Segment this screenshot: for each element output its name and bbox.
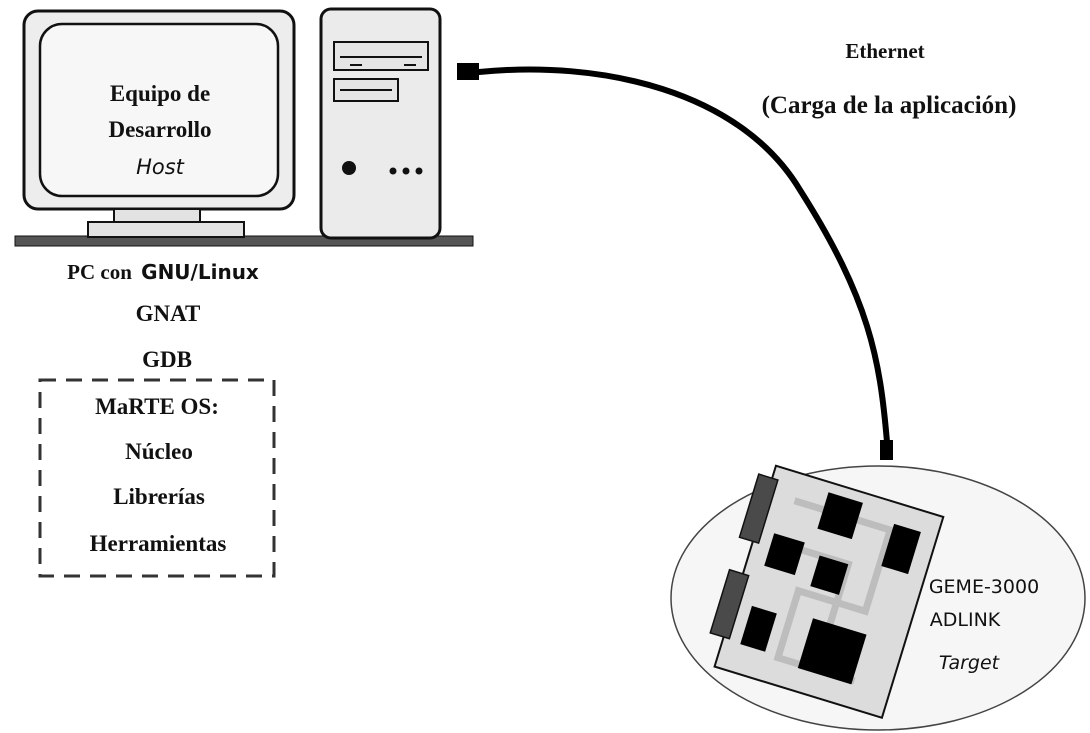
application-load-label: (Carga de la aplicación) bbox=[762, 92, 1017, 119]
target-label-model: GEME-3000 bbox=[929, 576, 1039, 598]
marte-item-kernel: Núcleo bbox=[125, 439, 193, 464]
marte-os-title: MaRTE OS: bbox=[95, 394, 219, 419]
ethernet-cable bbox=[457, 63, 893, 460]
target-board-icon bbox=[709, 464, 945, 720]
pc-os-prefix: PC con bbox=[67, 260, 132, 284]
monitor-icon bbox=[22, 9, 296, 238]
tower-pc-icon bbox=[319, 7, 442, 240]
monitor-label-host: Host bbox=[136, 155, 185, 179]
monitor-label-line1: Equipo de bbox=[110, 81, 210, 106]
target-label-role: Target bbox=[939, 652, 1001, 674]
ethernet-label: Ethernet bbox=[845, 39, 924, 63]
tool-gdb-label: GDB bbox=[142, 347, 192, 372]
tool-gnat-label: GNAT bbox=[136, 301, 201, 326]
pc-os-label: PC con GNU/Linux bbox=[67, 260, 259, 284]
marte-item-libraries: Librerías bbox=[113, 484, 205, 509]
marte-os-box bbox=[38, 378, 276, 578]
target-label-vendor: ADLINK bbox=[930, 609, 1001, 631]
monitor-label-line2: Desarrollo bbox=[108, 117, 211, 142]
marte-item-tools: Herramientas bbox=[90, 531, 227, 556]
ethernet-plug-target bbox=[880, 440, 893, 460]
pc-os-name: GNU/Linux bbox=[141, 260, 259, 284]
ethernet-plug-host bbox=[457, 63, 479, 80]
